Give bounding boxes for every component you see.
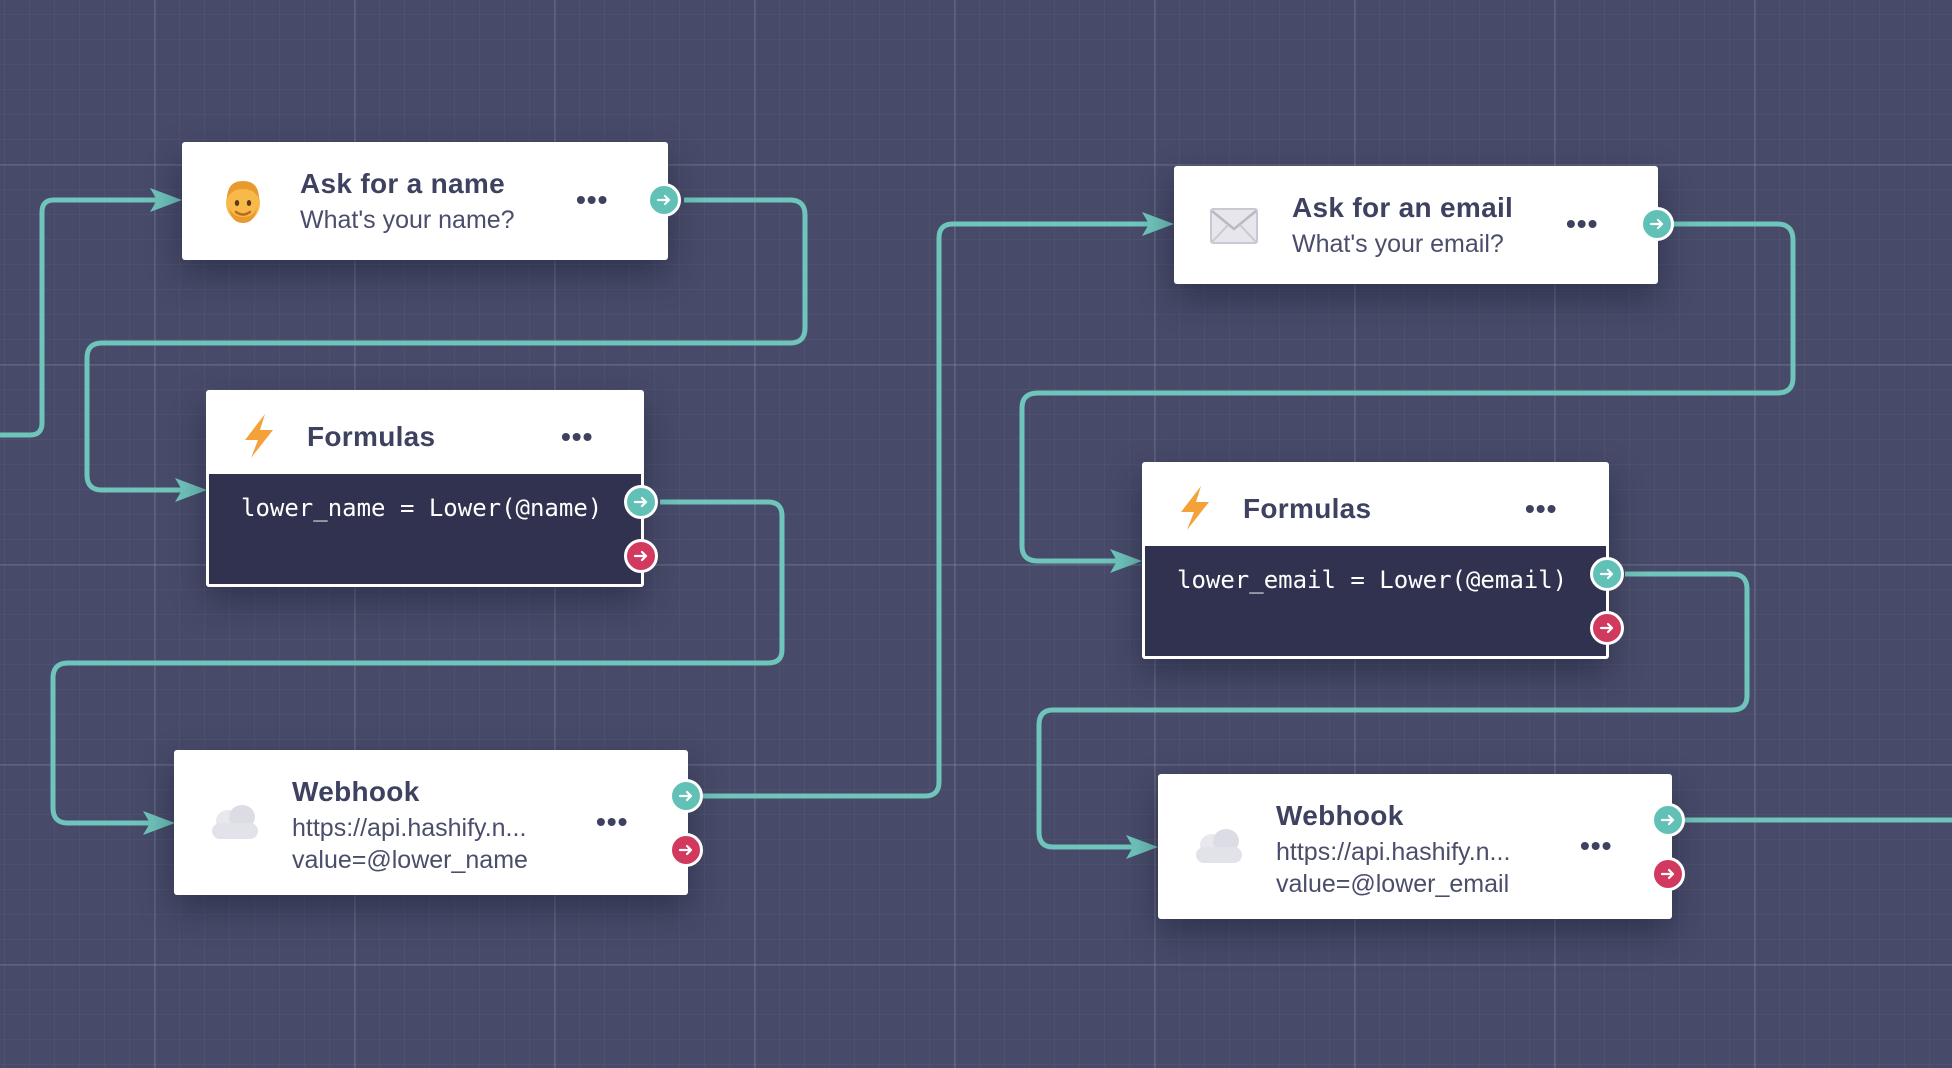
more-options-button[interactable]: ••• [1580, 830, 1613, 861]
wire-ask-name-to-formula [84, 197, 808, 493]
webhook-value: value=@lower_name [292, 846, 528, 874]
success-output-port[interactable] [647, 183, 681, 217]
cloud-icon [1192, 822, 1246, 872]
more-options-button[interactable]: ••• [596, 806, 629, 837]
arrow-right-icon [633, 496, 648, 508]
wire-ask-email-to-formula [1019, 221, 1796, 564]
arrow-right-icon [1660, 868, 1675, 880]
error-output-port[interactable] [1590, 611, 1624, 645]
node-ask-for-name[interactable]: Ask for a name What's your name? ••• [182, 142, 681, 260]
envelope-icon [1208, 204, 1260, 248]
webhook-url: https://api.hashify.n... [1276, 838, 1511, 866]
arrowhead-formula-email [1110, 549, 1142, 573]
arrow-right-icon [1660, 814, 1675, 826]
arrowhead-webhook-email [1126, 835, 1158, 859]
wire-formula-email-to-webhook [1036, 571, 1750, 850]
arrowhead-webhook-name [143, 811, 175, 835]
webhook-value: value=@lower_email [1276, 870, 1510, 898]
more-options-button[interactable]: ••• [576, 184, 609, 215]
success-output-port[interactable] [669, 779, 703, 813]
more-options-button[interactable]: ••• [1566, 208, 1599, 239]
lightning-bolt-icon [237, 411, 281, 461]
arrow-right-icon [678, 790, 693, 802]
cloud-icon [208, 798, 262, 848]
success-output-port[interactable] [1590, 557, 1624, 591]
success-output-port[interactable] [624, 485, 658, 519]
arrowhead-ask-name [150, 188, 182, 212]
arrow-right-icon [1649, 218, 1664, 230]
node-title: Webhook [1276, 800, 1404, 831]
arrow-right-icon [1599, 622, 1614, 634]
node-webhook-email[interactable]: Webhook https://api.hashify.n... value=@… [1158, 774, 1685, 919]
webhook-url: https://api.hashify.n... [292, 814, 527, 842]
node-webhook-name[interactable]: Webhook https://api.hashify.n... value=@… [174, 750, 703, 895]
wire-into-ask-name [0, 197, 170, 438]
arrow-right-icon [678, 844, 693, 856]
arrowhead-ask-email [1142, 212, 1174, 236]
node-formulas-email[interactable]: Formulas ••• lower_email = Lower(@email) [1142, 462, 1624, 659]
wire-formula-name-to-webhook [50, 499, 785, 826]
error-output-port[interactable] [669, 833, 703, 867]
more-options-button[interactable]: ••• [1525, 493, 1558, 524]
arrowhead-formula-name [175, 478, 207, 502]
node-title: Formulas [307, 421, 436, 452]
success-output-port[interactable] [1651, 803, 1685, 837]
node-title: Ask for a name [300, 168, 505, 199]
node-title: Webhook [292, 776, 420, 807]
node-ask-for-email[interactable]: Ask for an email What's your email? ••• [1174, 166, 1674, 284]
error-output-port[interactable] [1651, 857, 1685, 891]
more-options-button[interactable]: ••• [561, 421, 594, 452]
arrow-right-icon [656, 194, 671, 206]
lightning-bolt-icon [1173, 483, 1217, 533]
node-subtitle: What's your name? [300, 206, 515, 234]
formula-code: lower_email = Lower(@email) [1145, 546, 1606, 656]
person-emoji-icon [218, 176, 268, 226]
formula-code: lower_name = Lower(@name) [209, 474, 641, 584]
node-subtitle: What's your email? [1292, 230, 1504, 258]
wire-webhook-name-to-ask-email [703, 221, 1162, 799]
node-title: Formulas [1243, 493, 1372, 524]
error-output-port[interactable] [624, 539, 658, 573]
success-output-port[interactable] [1640, 207, 1674, 241]
arrow-right-icon [1599, 568, 1614, 580]
arrow-right-icon [633, 550, 648, 562]
node-formulas-name[interactable]: Formulas ••• lower_name = Lower(@name) [206, 390, 658, 587]
node-title: Ask for an email [1292, 192, 1514, 223]
